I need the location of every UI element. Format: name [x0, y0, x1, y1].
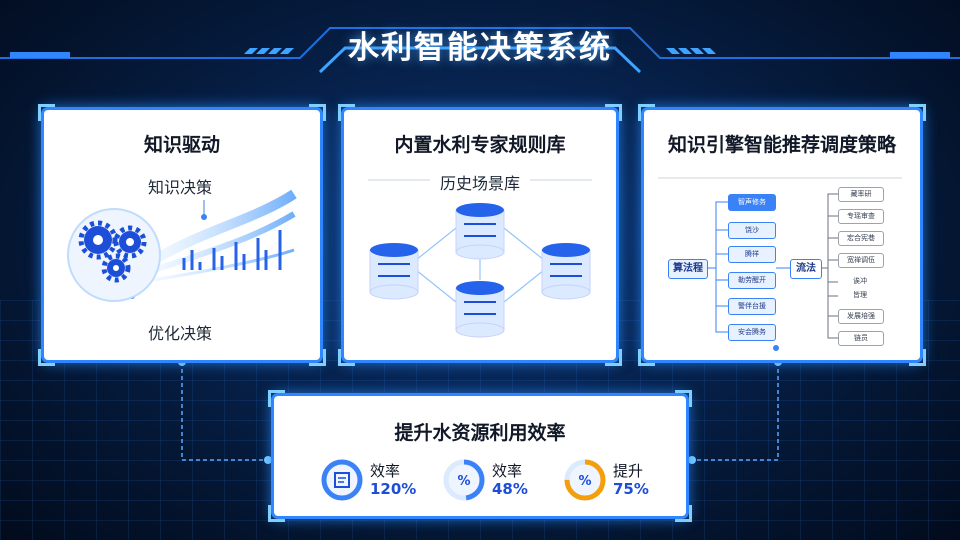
policy-item: 发展培强: [838, 309, 884, 324]
policy-item: 宽禅调伍: [838, 253, 884, 268]
knowledge-decision-label: 知识决策: [148, 178, 213, 197]
stat-value: 48%: [492, 480, 528, 498]
engine-title: 知识引擎智能推荐调度策略: [667, 134, 896, 156]
stat-label: 效率: [492, 462, 523, 480]
history-scene-label: 历史场景库: [439, 174, 520, 193]
percent-icon: %: [564, 459, 606, 501]
stat-label: 效率: [370, 462, 401, 480]
policy-item: 宏合宪巷: [838, 231, 884, 246]
policy-item: 藏率研: [838, 187, 884, 202]
strategy-item: 勒劳醒开: [728, 272, 776, 289]
stat-value: 120%: [370, 480, 417, 498]
gears-illustration: [67, 189, 297, 302]
strategy-item: 警伴台援: [728, 298, 776, 315]
svg-text:%: %: [578, 474, 591, 489]
strategy-item: 腾祥: [728, 246, 776, 263]
svg-text:%: %: [457, 474, 470, 489]
database-network: [368, 179, 592, 338]
stat-value: 75%: [613, 480, 649, 498]
strategy-item: 安会腾务: [728, 324, 776, 341]
policy-item: 诶冲: [853, 277, 867, 285]
knowledge-panel: 知识驱动 知识决策 优化决策: [38, 104, 326, 366]
database-icon: [455, 203, 505, 260]
expert-panel: 内置水利专家规则库 历史场景库: [338, 104, 622, 366]
optimize-decision-label: 优化决策: [148, 324, 213, 343]
flow-node-main: 流法: [790, 259, 822, 279]
policy-item: 皆理: [853, 291, 867, 299]
strategy-tree-lines: [658, 177, 902, 351]
efficiency-title: 提升水资源利用效率: [394, 422, 566, 444]
policy-item: 链员: [838, 331, 884, 346]
algorithm-node: 算法程: [668, 259, 708, 279]
strategy-item: 智声修务: [728, 194, 776, 211]
page-title: 水利智能决策系统: [348, 30, 612, 66]
percent-icon: %: [443, 459, 485, 501]
strategy-item: 饶沙: [728, 222, 776, 239]
document-icon: [321, 459, 363, 501]
stat-label: 提升: [613, 462, 644, 480]
knowledge-title: 知识驱动: [143, 134, 220, 156]
policy-item: 专瑶审查: [838, 209, 884, 224]
expert-title: 内置水利专家规则库: [394, 134, 566, 156]
title-frame: [0, 27, 960, 74]
engine-panel: 知识引擎智能推荐调度策略 算法程 流法 智声修务饶沙腾祥勒劳醒开警伴台援安会腾务…: [638, 104, 926, 366]
